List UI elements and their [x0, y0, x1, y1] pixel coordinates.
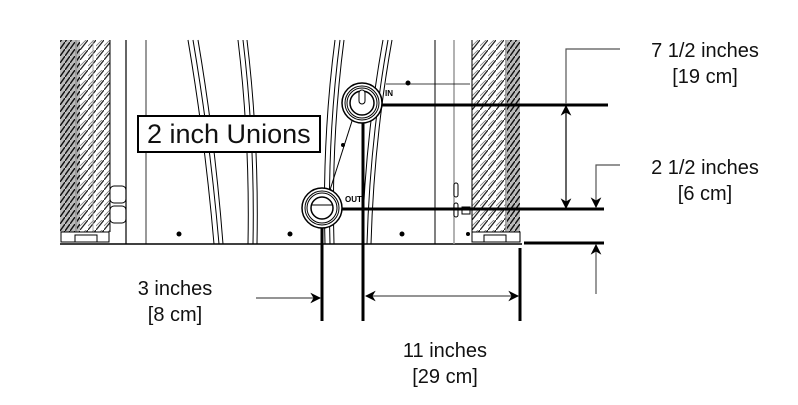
imperial-value: 3 inches: [137, 278, 213, 300]
left-coil: [60, 40, 127, 243]
outlet-label: OUT: [345, 195, 362, 204]
imperial-value: 2 1/2 inches: [651, 157, 759, 179]
metric-value: [19 cm]: [672, 66, 738, 88]
inlet-label: IN: [385, 89, 393, 98]
callout-text: 2 inch Unions: [147, 119, 311, 149]
metric-value: [6 cm]: [677, 183, 733, 205]
dimension-label-side-offset: 11 inches [29 cm]: [380, 338, 510, 390]
dimension-lines: [256, 48, 620, 321]
callout-leader-line: [329, 120, 353, 191]
metric-value: [29 cm]: [412, 366, 478, 388]
inlet-union: IN: [341, 82, 393, 124]
dimension-label-outlet-height: 2 1/2 inches [6 cm]: [620, 155, 790, 207]
dimension-label-port-spacing: 3 inches [8 cm]: [110, 276, 240, 328]
outlet-union: OUT: [301, 187, 362, 229]
metric-value: [8 cm]: [147, 304, 203, 326]
screws: [176, 80, 470, 237]
unions-callout: 2 inch Unions: [137, 115, 321, 153]
imperial-value: 7 1/2 inches: [651, 40, 759, 62]
dimension-label-inlet-height: 7 1/2 inches [19 cm]: [620, 38, 790, 90]
right-coil: [453, 40, 521, 243]
imperial-value: 11 inches: [402, 340, 488, 362]
